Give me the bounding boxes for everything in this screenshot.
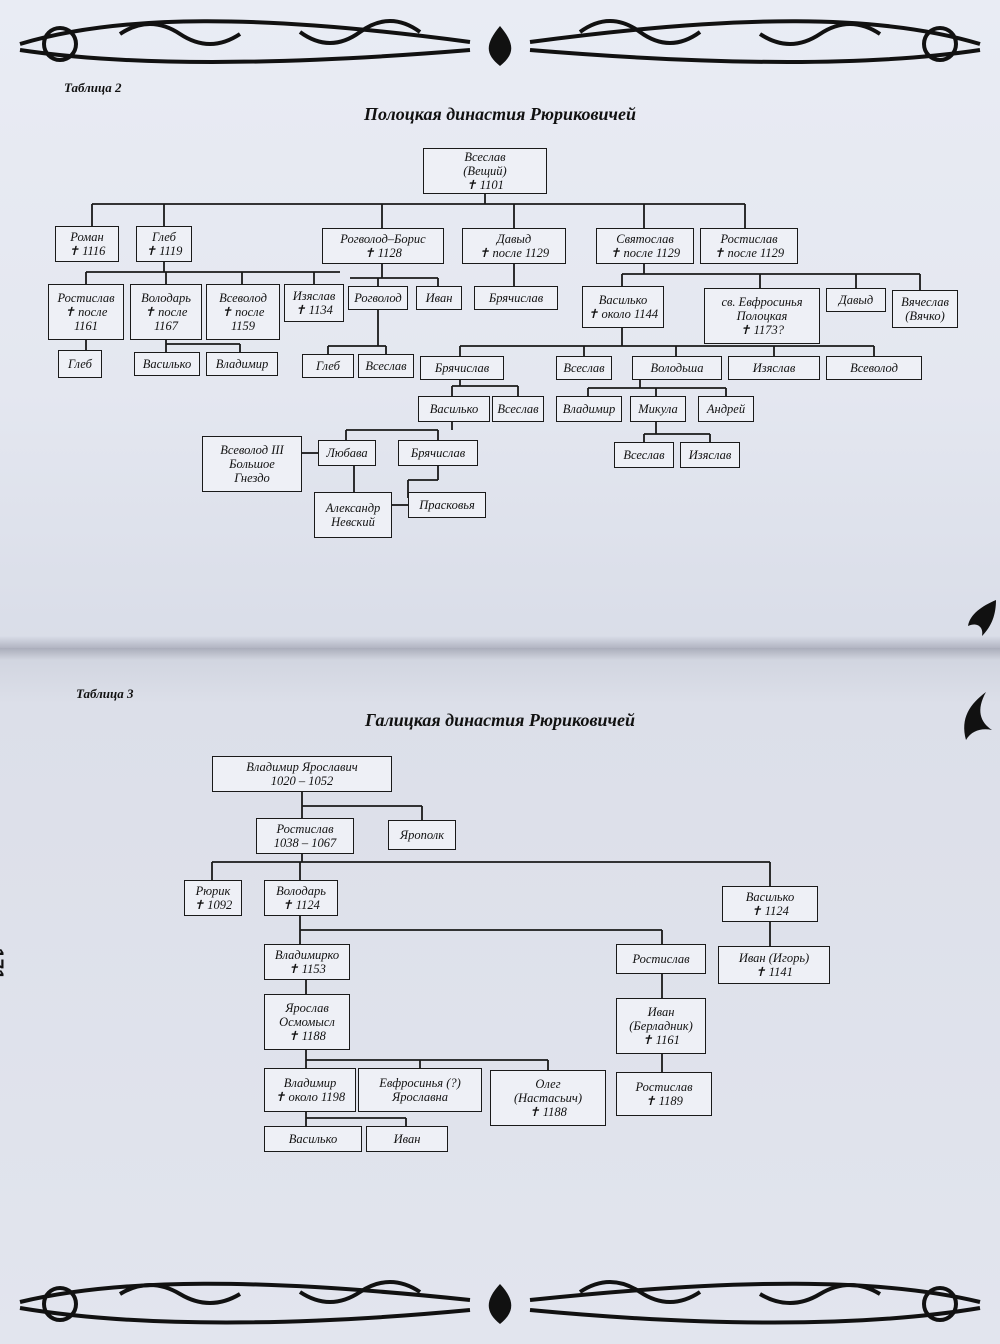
person-box-svyatoslav: Святослав ✝ после 1129 [596, 228, 694, 264]
person-box-vasilko-b: Василько [134, 352, 200, 376]
person-box-izyaslav-a: Изяслав ✝ 1134 [284, 284, 344, 322]
person-box-vasilko-c: Василько [418, 396, 490, 422]
table-2-label: Таблица 2 [64, 80, 122, 95]
person-box-gleb-b: Глеб [58, 350, 102, 378]
person-box-bryachislav-b: Брячислав [420, 356, 504, 380]
person-box-vseslav-b: Всеслав [358, 354, 414, 378]
person-box-alexander: Александр Невский [314, 492, 392, 538]
leaf-ornament-icon [968, 600, 996, 636]
table-3-title: Галицкая династия Рюриковичей [365, 710, 635, 730]
person-box-vsevolod-b: Всеволод [826, 356, 922, 380]
person-box-ryurik: Рюрик ✝ 1092 [184, 880, 242, 916]
person-box-volodar: Володарь ✝ после 1167 [130, 284, 202, 340]
person-box-vseslav-e: Всеслав [614, 442, 674, 468]
person-box-vseslav-d: Всеслав [492, 396, 544, 422]
person-box-vladimir-yar: Владимир Ярославич 1020 – 1052 [212, 756, 392, 792]
page-fold-shadow [0, 636, 1000, 660]
table-2-title: Полоцкая династия Рюриковичей [363, 104, 637, 124]
top-ornament-border [19, 19, 981, 66]
person-box-vseslav-c: Всеслав [556, 356, 612, 380]
person-box-volodar: Володарь ✝ 1124 [264, 880, 338, 916]
person-box-roman: Роман ✝ 1116 [55, 226, 119, 262]
person-box-vyacheslav: Вячеслав (Вячко) [892, 290, 958, 328]
person-box-gleb-c: Глеб [302, 354, 354, 378]
person-box-rostislav-a: Ростислав ✝ после 1129 [700, 228, 798, 264]
person-box-evfrosinya: св. Евфросинья Полоцкая ✝ 1173? [704, 288, 820, 344]
person-box-ivan-2: Иван [366, 1126, 448, 1152]
person-box-vasilko-a: Василько ✝ около 1144 [582, 286, 664, 328]
person-box-mikula: Микула [630, 396, 686, 422]
person-box-rogvolod: Рогволод [348, 286, 408, 310]
person-box-vladimir-a: Владимир [206, 352, 278, 376]
person-box-davyd-b: Давыд [826, 288, 886, 312]
person-box-ivan-a: Иван [416, 286, 462, 310]
person-box-vsevolod-iii: Всеволод III Большое Гнездо [202, 436, 302, 492]
person-box-davyd: Давыд ✝ после 1129 [462, 228, 566, 264]
person-box-oleg: Олег (Настасьич) ✝ 1188 [490, 1070, 606, 1126]
person-box-vladimir-b: Владимир [556, 396, 622, 422]
person-box-bryachislav-c: Брячислав [398, 440, 478, 466]
person-box-rostislav-b: Ростислав ✝ после 1161 [48, 284, 124, 340]
person-box-vladimirko: Владимирко ✝ 1153 [264, 944, 350, 980]
person-box-rostislav-1: Ростислав 1038 – 1067 [256, 818, 354, 854]
table-3-label: Таблица 3 [76, 686, 134, 701]
person-box-vasilko: Василько ✝ 1124 [722, 886, 818, 922]
person-box-ivan-berladnik: Иван (Берладник) ✝ 1161 [616, 998, 706, 1054]
person-box-yaroslav: Ярослав Осмомысл ✝ 1188 [264, 994, 350, 1050]
page-number: 171 [0, 948, 6, 980]
person-box-rogvolod-boris: Рогволод–Борис ✝ 1128 [322, 228, 444, 264]
person-box-rostislav-3: Ростислав ✝ 1189 [616, 1072, 712, 1116]
person-box-vsevolod-a: Всеволод ✝ после 1159 [206, 284, 280, 340]
person-box-vseslav: Всеслав (Вещий) ✝ 1101 [423, 148, 547, 194]
person-box-volodsha: Володьша [632, 356, 722, 380]
person-box-izyaslav-b: Изяслав [728, 356, 820, 380]
person-box-ivan-igor: Иван (Игорь) ✝ 1141 [718, 946, 830, 984]
person-box-yaropolk: Ярополк [388, 820, 456, 850]
person-box-rostislav-2: Ростислав [616, 944, 706, 974]
person-box-evfrosinya-yar: Евфросинья (?) Ярославна [358, 1068, 482, 1112]
person-box-gleb: Глеб ✝ 1119 [136, 226, 192, 262]
person-box-praskovya: Прасковья [408, 492, 486, 518]
bottom-ornament-border [19, 1280, 981, 1325]
person-box-vladimir-2: Владимир ✝ около 1198 [264, 1068, 356, 1112]
person-box-bryachislav-a: Брячислав [474, 286, 558, 310]
person-box-lyubava: Любава [318, 440, 376, 466]
person-box-izyaslav-c: Изяслав [680, 442, 740, 468]
leaf-ornament-icon [964, 692, 992, 740]
person-box-vasilko-2: Василько [264, 1126, 362, 1152]
lower-page [0, 648, 1000, 1344]
person-box-andrey: Андрей [698, 396, 754, 422]
